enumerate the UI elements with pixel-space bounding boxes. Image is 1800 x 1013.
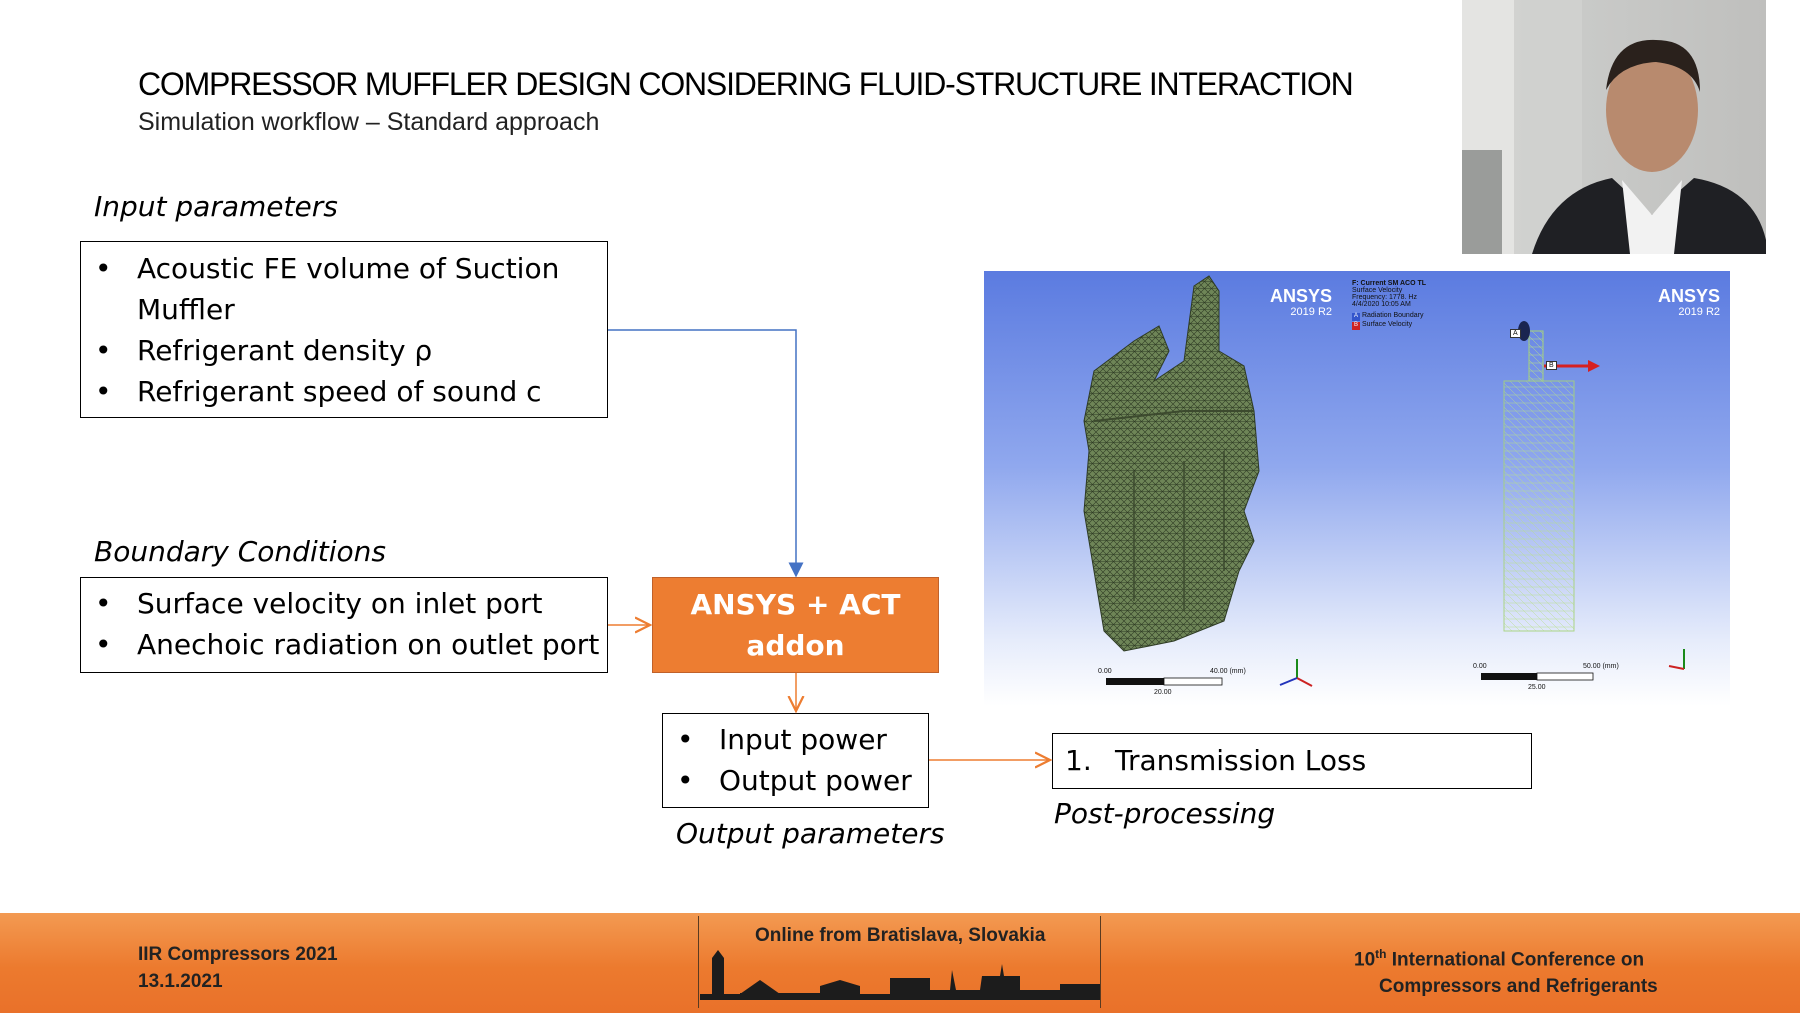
bratislava-skyline-icon xyxy=(700,950,1100,1000)
marker-b: B xyxy=(1546,361,1557,370)
boundary-condition-item: Surface velocity on inlet port xyxy=(81,583,607,624)
muffler-mesh-model xyxy=(1083,275,1685,687)
post-processing-item: Transmission Loss xyxy=(1115,744,1367,777)
input-parameter-item: Refrigerant density ρ xyxy=(81,330,607,371)
conference-date: 13.1.2021 xyxy=(138,971,223,992)
right-scale-start: 0.00 xyxy=(1473,663,1487,670)
solver-line-1: ANSYS + ACT xyxy=(690,588,901,621)
solver-box: ANSYS + ACT addon xyxy=(652,577,939,673)
solver-line-2: addon xyxy=(746,629,845,662)
input-parameters-label: Input parameters xyxy=(94,190,338,223)
footer-right: 10th International Conference on Compres… xyxy=(1354,941,1658,1000)
output-parameters-box: Input power Output power xyxy=(662,713,929,808)
legend-item-radiation: A Radiation Boundary xyxy=(1352,312,1424,321)
boundary-conditions-label: Boundary Conditions xyxy=(94,535,386,568)
footer-divider-left xyxy=(698,916,699,1008)
marker-a: A xyxy=(1510,329,1521,338)
right-scale-mid: 25.00 xyxy=(1528,684,1546,691)
conference-name: IIR Compressors 2021 xyxy=(138,944,338,965)
input-parameters-box: Acoustic FE volume of Suction Muffler Re… xyxy=(80,241,608,418)
conference-title-line-1: 10th International Conference on xyxy=(1354,947,1645,971)
slide-subtitle: Simulation workflow – Standard approach xyxy=(138,108,600,136)
presenter-webcam xyxy=(1462,0,1766,254)
presenter-video-frame xyxy=(1462,0,1766,254)
input-parameter-item: Acoustic FE volume of Suction Muffler xyxy=(81,248,607,330)
input-to-solver-connector xyxy=(608,329,804,578)
footer-divider-right xyxy=(1100,916,1101,1008)
post-processing-box: 1. Transmission Loss xyxy=(1052,733,1532,789)
conference-title-line-2: Compressors and Refrigerants xyxy=(1379,976,1658,998)
footer-left: IIR Compressors 2021 13.1.2021 xyxy=(138,941,338,995)
left-scale-mid: 20.00 xyxy=(1154,689,1172,696)
left-scale-end: 40.00 (mm) xyxy=(1210,668,1246,675)
slide-title: COMPRESSOR MUFFLER DESIGN CONSIDERING FL… xyxy=(138,66,1354,102)
post-processing-number: 1. xyxy=(1065,744,1092,777)
left-scale-start: 0.00 xyxy=(1098,668,1112,675)
output-parameters-label: Output parameters xyxy=(676,817,945,850)
output-parameter-item: Input power xyxy=(663,719,928,760)
footer-center-text: Online from Bratislava, Slovakia xyxy=(755,925,1046,946)
output-parameter-item: Output power xyxy=(663,760,928,801)
boundary-conditions-box: Surface velocity on inlet port Anechoic … xyxy=(80,577,608,673)
simulation-info: F: Current SM ACO TL Surface Velocity Fr… xyxy=(1352,280,1427,330)
input-parameter-item: Refrigerant speed of sound c xyxy=(81,371,607,412)
post-processing-label: Post-processing xyxy=(1054,797,1276,830)
boundary-condition-item: Anechoic radiation on outlet port xyxy=(81,624,607,665)
right-scale-end: 50.00 (mm) xyxy=(1583,663,1619,670)
legend-item-velocity: B Surface Velocity xyxy=(1352,321,1413,330)
